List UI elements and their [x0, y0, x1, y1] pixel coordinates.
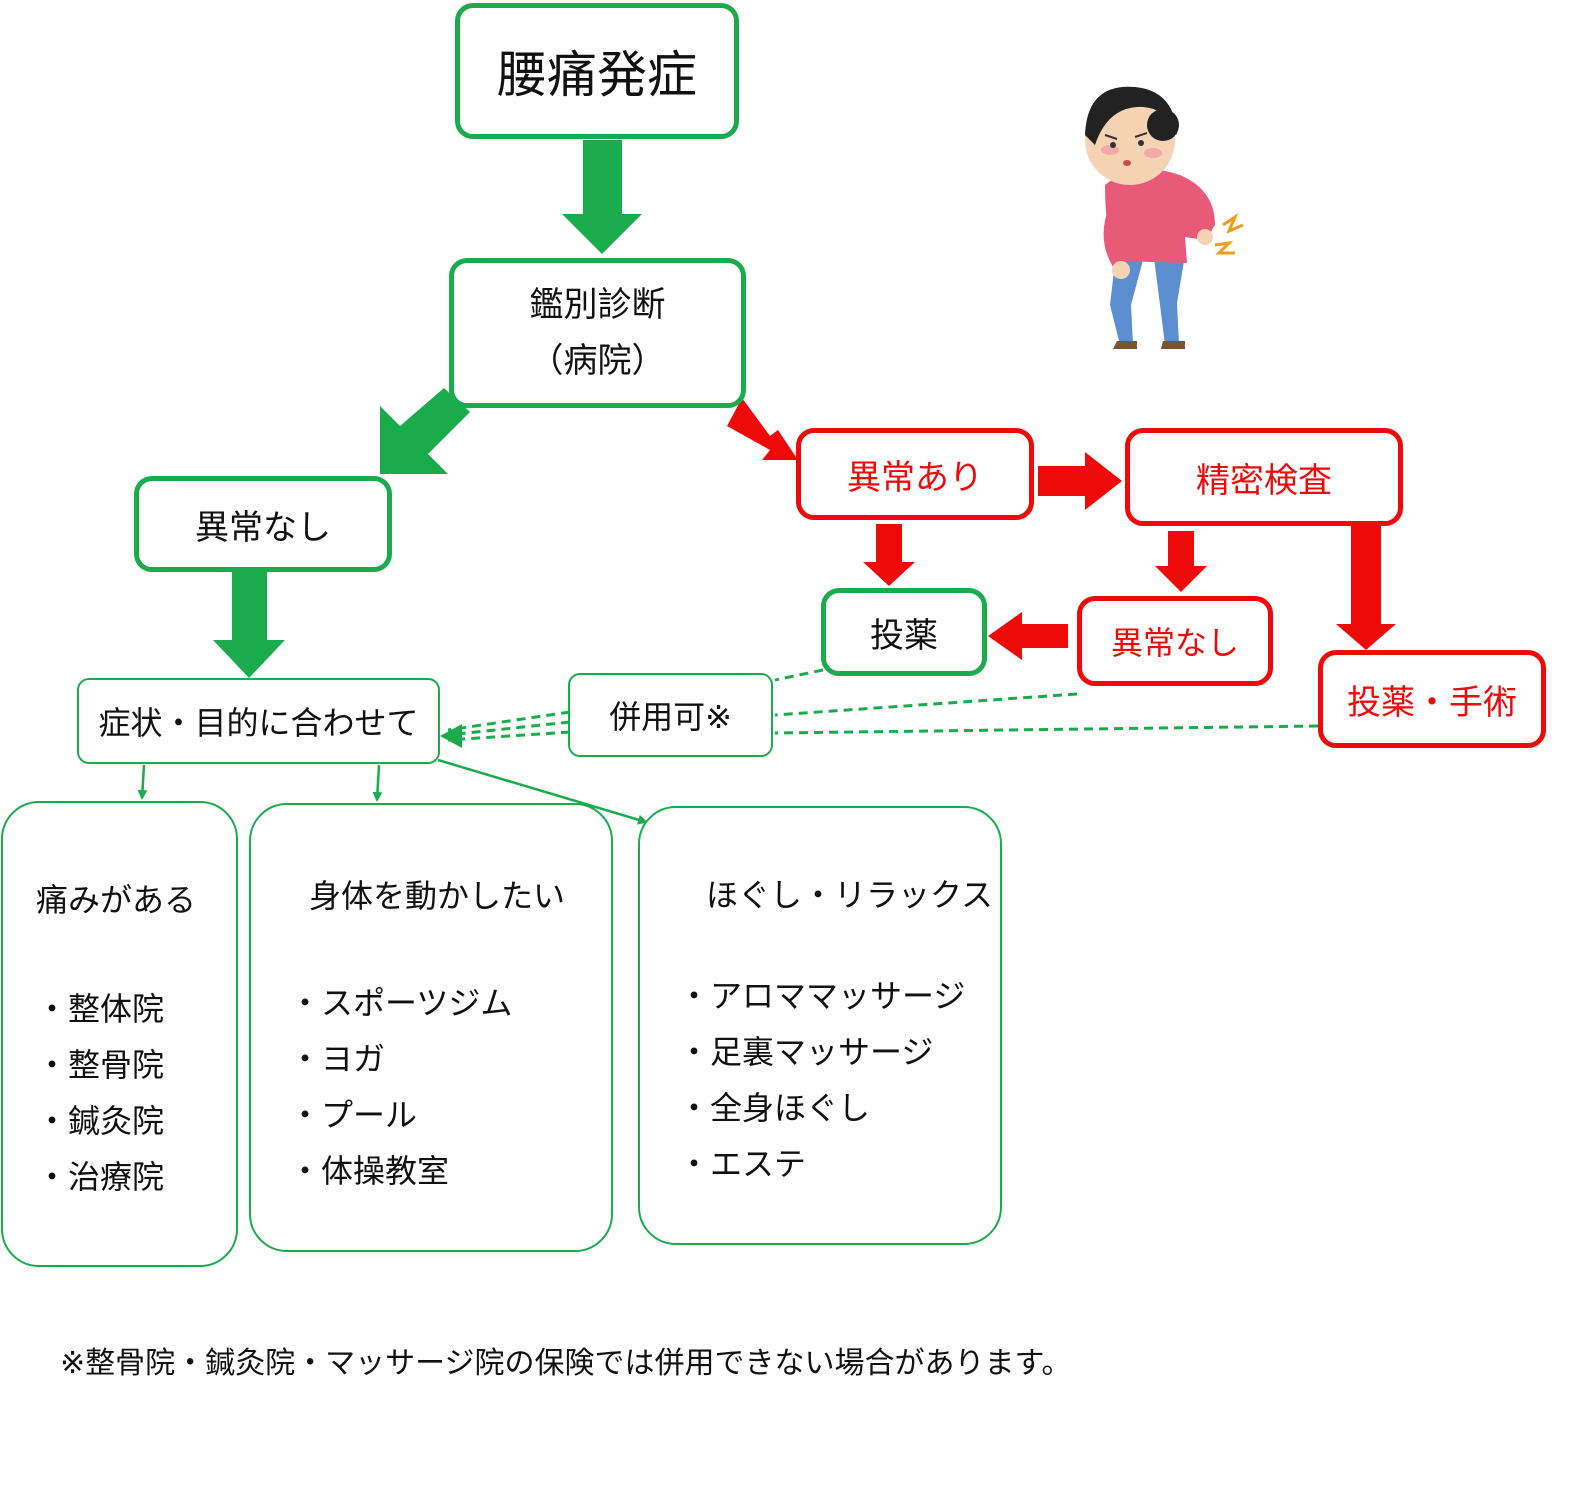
arrow-onset-to-diagnosis	[562, 140, 642, 254]
category-relax: ほぐし・リラックス ・アロママッサージ ・足裏マッサージ ・全身ほぐし ・エステ	[638, 806, 1002, 1245]
node-according-to: 症状・目的に合わせて	[77, 678, 440, 764]
arrow-diagnosis-to-abnormal	[727, 398, 798, 460]
list-item: ・全身ほぐし	[678, 1089, 871, 1127]
list-item: ・鍼灸院	[36, 1102, 165, 1140]
list-item: ・整体院	[36, 990, 165, 1028]
category-exercise: 身体を動かしたい ・スポーツジム ・ヨガ ・プール ・体操教室	[249, 803, 613, 1252]
arrow-abnormal-to-exam	[1038, 452, 1122, 510]
node-diagnosis: 鑑別診断 （病院）	[449, 258, 746, 408]
category-heading: ほぐし・リラックス	[706, 876, 994, 914]
arrow-exam-to-surgery	[1336, 526, 1396, 650]
list-item: ・足裏マッサージ	[678, 1033, 934, 1071]
list-item: ・治療院	[36, 1158, 165, 1196]
diagnosis-label: 鑑別診断	[529, 285, 666, 325]
node-detailed-exam: 精密検査	[1125, 428, 1403, 526]
list-item: ・整骨院	[36, 1046, 165, 1084]
list-item: ・エステ	[678, 1145, 807, 1183]
category-pain: 痛みがある ・整体院 ・整骨院 ・鍼灸院 ・治療院	[1, 801, 238, 1267]
list-item: ・体操教室	[289, 1152, 450, 1190]
arrow-normal-to-according	[213, 572, 285, 678]
node-onset: 腰痛発症	[455, 3, 739, 139]
arrow-abnormal-to-medication	[863, 524, 915, 586]
arrow-combined-to-according	[440, 724, 462, 748]
node-medication: 投薬	[821, 588, 987, 676]
category-heading: 身体を動かしたい	[309, 877, 566, 915]
diagnosis-sublabel: （病院）	[529, 341, 666, 381]
footnote: ※整骨院・鍼灸院・マッサージ院の保険では併用できない場合があります。	[60, 1346, 1072, 1381]
list-item: ・アロママッサージ	[678, 977, 966, 1015]
node-normal-right: 異常なし	[1077, 596, 1273, 686]
node-combined-use: 併用可※	[568, 673, 773, 757]
list-item: ・ヨガ	[289, 1040, 386, 1078]
node-normal-left: 異常なし	[134, 476, 392, 572]
category-heading: 痛みがある	[36, 881, 197, 919]
arrow-normal-to-medication	[988, 612, 1068, 660]
list-item: ・プール	[289, 1096, 418, 1134]
arrow-exam-to-normal	[1155, 531, 1207, 592]
node-medication-surgery: 投薬・手術	[1318, 650, 1546, 748]
arrow-diagnosis-to-normal	[380, 388, 470, 474]
woman-back-pain-icon	[1085, 86, 1244, 349]
node-abnormal: 異常あり	[796, 428, 1034, 520]
list-item: ・スポーツジム	[289, 984, 513, 1022]
